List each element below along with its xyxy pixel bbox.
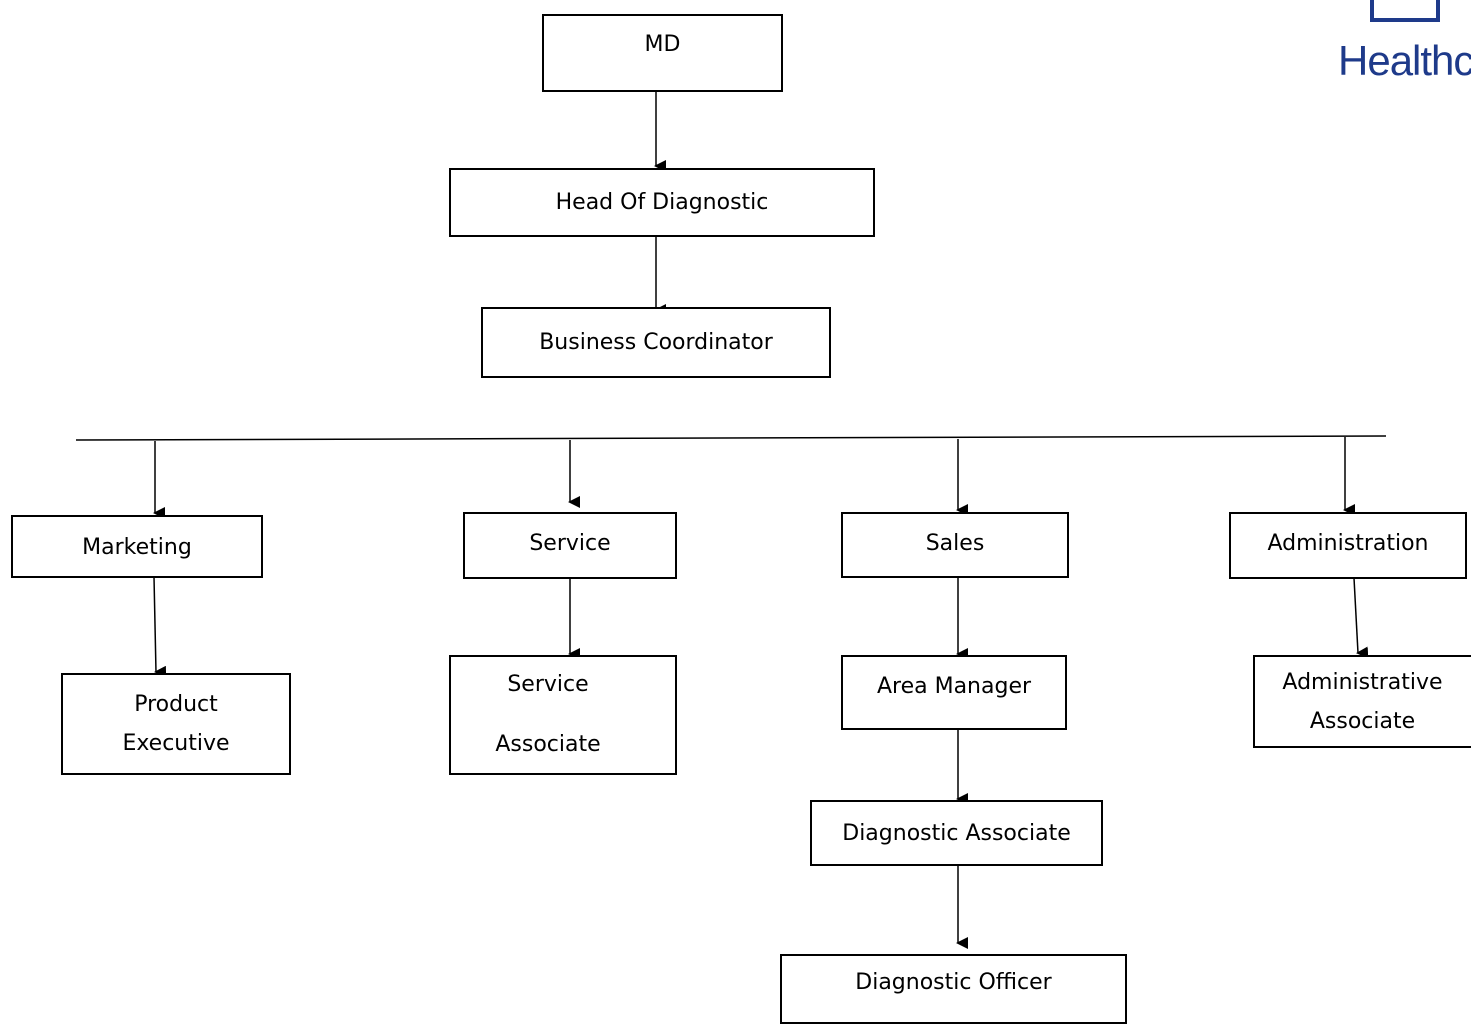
service-associate-line-2: Associate bbox=[495, 732, 601, 757]
arrow-admin-to-associate bbox=[1353, 577, 1369, 659]
distribution-line bbox=[75, 435, 1387, 441]
marketing-box: Marketing bbox=[11, 515, 263, 578]
business-coordinator-label: Business Coordinator bbox=[539, 330, 773, 355]
head-of-diagnostic-box: Head Of Diagnostic bbox=[449, 168, 875, 237]
business-coordinator-box: Business Coordinator bbox=[481, 307, 831, 378]
sales-label: Sales bbox=[925, 530, 985, 556]
area-manager-box: Area Manager bbox=[841, 655, 1067, 730]
company-logo: Healthc bbox=[1338, 0, 1471, 86]
diagnostic-officer-label: Diagnostic Officer bbox=[855, 970, 1052, 995]
area-manager-label: Area Manager bbox=[876, 674, 1032, 699]
logo-mark-icon bbox=[1370, 0, 1440, 22]
logo-text: Healthc bbox=[1338, 37, 1471, 84]
administrative-associate-line-1: Administrative bbox=[1282, 669, 1443, 695]
head-of-diagnostic-label: Head Of Diagnostic bbox=[555, 190, 769, 215]
marketing-label: Marketing bbox=[82, 535, 192, 560]
arrow-marketing-to-product bbox=[153, 576, 167, 678]
administration-label: Administration bbox=[1267, 531, 1429, 556]
service-label: Service bbox=[529, 531, 611, 556]
product-executive-line-2: Executive bbox=[122, 731, 230, 756]
md-label: MD bbox=[644, 32, 681, 57]
diagnostic-associate-label: Diagnostic Associate bbox=[842, 820, 1071, 846]
administration-box: Administration bbox=[1229, 512, 1467, 579]
service-box: Service bbox=[463, 512, 677, 579]
md-box: MD bbox=[542, 14, 783, 92]
service-associate-box: Service Associate bbox=[449, 655, 677, 775]
service-associate-line-1: Service bbox=[507, 672, 589, 697]
product-executive-box: Product Executive bbox=[61, 673, 291, 775]
administrative-associate-line-2: Associate bbox=[1309, 708, 1416, 734]
diagnostic-officer-box: Diagnostic Officer bbox=[780, 954, 1127, 1024]
diagnostic-associate-box: Diagnostic Associate bbox=[810, 800, 1103, 866]
administrative-associate-box: Administrative Associate bbox=[1253, 655, 1471, 748]
sales-box: Sales bbox=[841, 512, 1069, 578]
product-executive-line-1: Product bbox=[134, 692, 218, 717]
